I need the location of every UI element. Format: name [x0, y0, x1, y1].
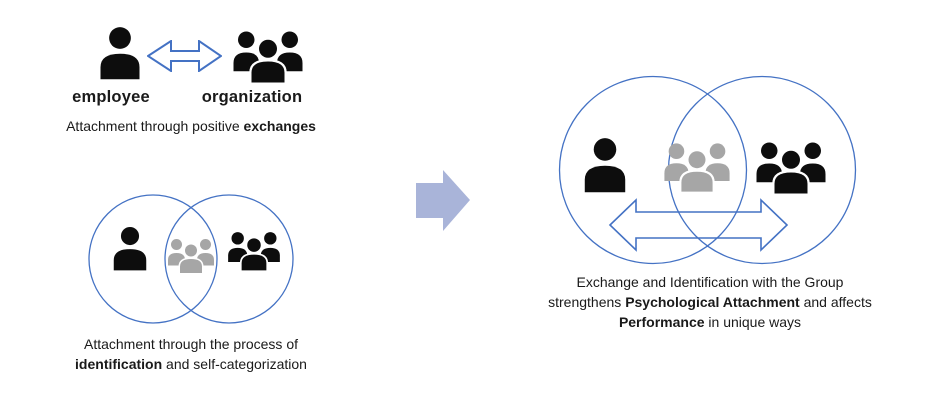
- identification-venn-diagram: [88, 194, 294, 324]
- outcome-panel: Exchange and Identification with the Gro…: [525, 74, 895, 340]
- employee-label: employee: [72, 88, 150, 106]
- employee-person-icon: [96, 26, 144, 80]
- organization-label: organization: [201, 88, 303, 106]
- outcome-caption: Exchange and Identification with the Gro…: [548, 274, 872, 330]
- group-icon: [757, 143, 826, 194]
- venn-left-circle: [558, 75, 748, 265]
- exchange-panel: employee organization Attachment through…: [58, 20, 324, 152]
- transition-block-arrow-icon: [416, 170, 470, 231]
- exchange-caption: Attachment through positive exchanges: [66, 118, 316, 134]
- overlap-group-icon-gray: [167, 238, 215, 274]
- organization-group-icon: [232, 30, 304, 84]
- outcome-venn-diagram: [558, 75, 857, 265]
- overlap-group-icon-gray: [664, 143, 729, 191]
- person-icon: [113, 226, 147, 271]
- outcome-double-arrow-icon: [608, 198, 789, 252]
- exchange-double-arrow-icon: [147, 40, 222, 72]
- venn-right-circle: [164, 194, 294, 324]
- venn-left-circle: [88, 194, 218, 324]
- person-icon: [584, 138, 626, 193]
- group-icon: [227, 231, 281, 272]
